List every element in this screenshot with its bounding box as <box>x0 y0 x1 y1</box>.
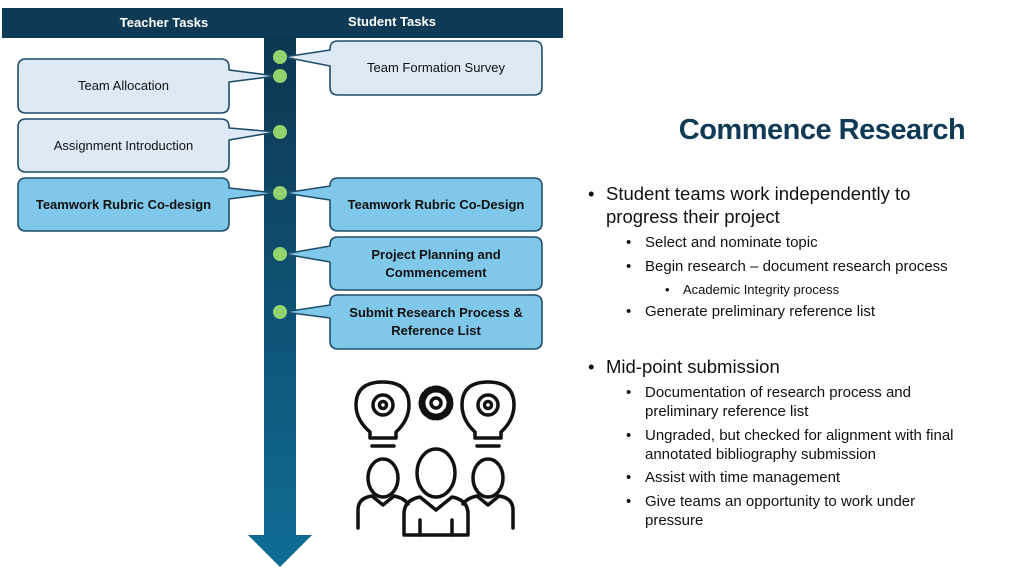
label-teamwork-rubric-student: Teamwork Rubric Co-Design <box>347 196 525 212</box>
callout-team-formation-survey <box>283 40 543 96</box>
milestone-dot <box>273 50 287 64</box>
slide-title: Commence Research <box>678 114 966 146</box>
timeline-bar <box>264 38 296 538</box>
callout-teamwork-rubric-student <box>283 177 543 232</box>
milestone-dot <box>273 186 287 200</box>
callout-assignment-introduction <box>17 118 277 173</box>
milestone-dot <box>273 247 287 261</box>
bullet-item: Mid-point submission <box>606 356 780 377</box>
bullet-item: Select and nominate topic <box>645 234 818 251</box>
callout-submit-research <box>283 294 543 350</box>
student-tasks-heading: Student Tasks <box>348 14 436 29</box>
bullet-item: Give teams an opportunity to work under … <box>645 493 916 529</box>
label-project-planning: Project Planning and Commencement <box>371 246 501 280</box>
bullet-item: Documentation of research process and pr… <box>645 384 911 420</box>
label-assignment-introduction: Assignment Introduction <box>53 137 194 153</box>
callout-project-planning <box>283 236 543 291</box>
callout-team-allocation <box>17 58 277 114</box>
callout-teamwork-rubric-teacher <box>17 177 277 232</box>
bullet-item: Begin research – document research proce… <box>645 258 948 275</box>
bullet-item: Assist with time management <box>645 469 841 486</box>
bullet-item: Ungraded, but checked for alignment with… <box>645 427 954 463</box>
milestone-dot <box>273 125 287 139</box>
timeline-arrow-head <box>248 535 312 567</box>
bullet-item: Student teams work independently to prog… <box>606 183 911 227</box>
timeline-header: Teacher Tasks Student Tasks <box>2 8 563 38</box>
bullet-item: Academic Integrity process <box>683 282 840 297</box>
team-ideas-icon <box>354 380 516 537</box>
milestone-dot <box>273 69 287 83</box>
label-teamwork-rubric-teacher: Teamwork Rubric Co-design <box>35 196 212 212</box>
label-team-formation-survey: Team Formation Survey <box>367 60 505 75</box>
label-team-allocation: Team Allocation <box>77 78 170 93</box>
label-submit-research: Submit Research Process & Reference List <box>349 305 523 338</box>
milestone-dot <box>273 305 287 319</box>
bullet-item: Generate preliminary reference list <box>645 303 876 320</box>
teacher-tasks-heading: Teacher Tasks <box>119 15 209 30</box>
